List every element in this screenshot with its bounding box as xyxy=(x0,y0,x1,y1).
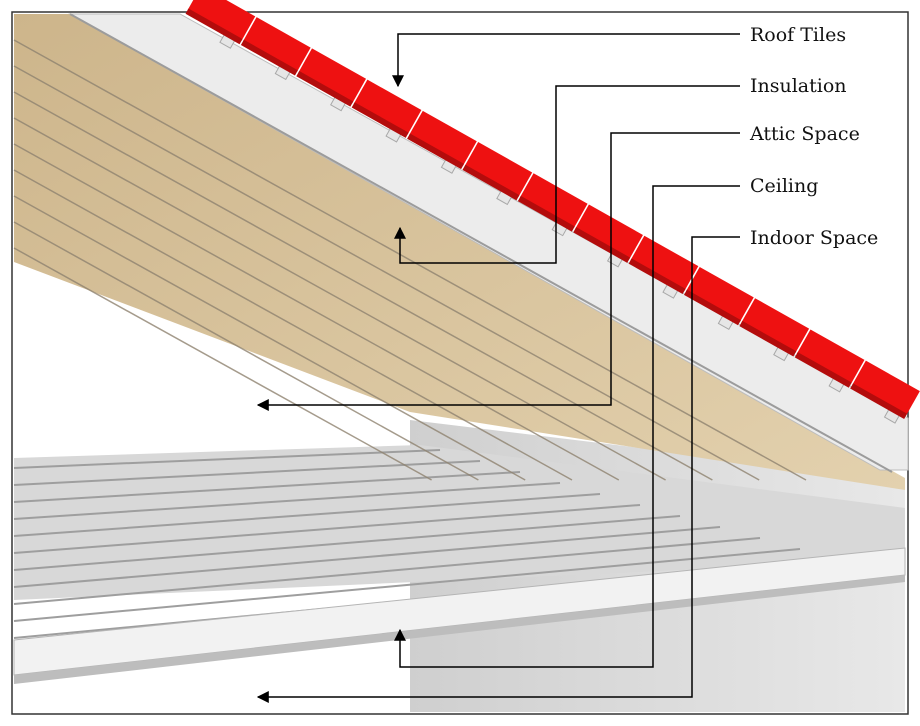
indoor-space-leader xyxy=(256,236,740,703)
roof-tiles xyxy=(185,0,920,424)
insulation-label: Insulation xyxy=(750,75,847,97)
joist-line xyxy=(13,526,721,588)
roof-tile xyxy=(462,142,533,206)
insulation-groove xyxy=(13,91,713,481)
joist-line xyxy=(13,460,481,486)
joist-line xyxy=(13,548,801,622)
ceiling-label: Ceiling xyxy=(750,175,819,197)
roof-tile xyxy=(850,360,920,424)
joist-line xyxy=(13,504,641,554)
joist-line xyxy=(13,537,761,605)
indoor-space-label: Indoor Space xyxy=(750,227,879,249)
roof-tiles-leader xyxy=(392,33,740,88)
insulation-groove xyxy=(13,221,479,481)
attic-space-label: Attic Space xyxy=(750,123,860,145)
roof-tile xyxy=(351,79,422,143)
joist-line xyxy=(13,493,601,537)
roof-tile xyxy=(739,298,810,362)
ceiling-joists xyxy=(13,445,905,639)
roof-tile xyxy=(240,17,311,81)
insulation-groove xyxy=(13,143,620,481)
insulation-groove xyxy=(13,117,666,481)
insulation-groove xyxy=(13,39,807,481)
roof-tile xyxy=(794,329,865,393)
roof-tiles-label: Roof Tiles xyxy=(750,24,847,46)
joist-line xyxy=(13,471,521,503)
ceiling-leader xyxy=(394,185,740,668)
attic-space-leader xyxy=(256,132,740,411)
roof-tile xyxy=(185,0,256,49)
roof-tile xyxy=(683,266,754,330)
insulation-groove xyxy=(13,169,573,481)
roof-deck xyxy=(68,13,909,471)
insulation-leader xyxy=(394,85,740,264)
insulation-layer xyxy=(14,14,905,490)
roof-tile xyxy=(296,48,367,112)
roof-tile xyxy=(407,110,477,174)
joist-line xyxy=(13,515,681,571)
insulation-groove xyxy=(13,247,432,481)
insulation-groove xyxy=(13,195,526,481)
joist-line xyxy=(13,482,561,520)
roof-tile xyxy=(628,235,699,299)
joist-line xyxy=(13,449,441,469)
insulation-groove xyxy=(13,65,760,481)
leader-lines xyxy=(256,33,740,703)
